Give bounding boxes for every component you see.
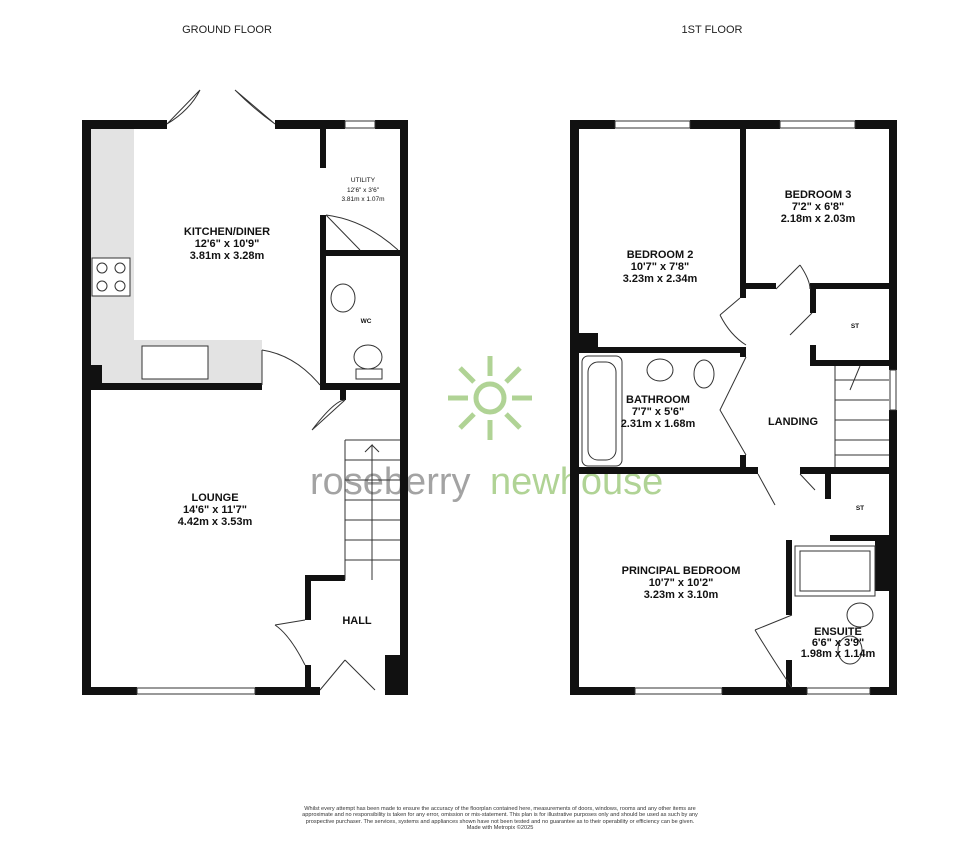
- svg-text:3.81m x 3.28m: 3.81m x 3.28m: [190, 250, 265, 262]
- svg-text:BEDROOM 2: BEDROOM 2: [627, 249, 694, 261]
- room-name: KITCHEN/DINER: [184, 226, 270, 238]
- svg-text:3.23m x 2.34m: 3.23m x 2.34m: [623, 273, 698, 285]
- svg-text:1.98m x 1.14m: 1.98m x 1.14m: [801, 648, 876, 660]
- ground-floor-plan: [82, 89, 408, 695]
- svg-text:12'6" x 3'6": 12'6" x 3'6": [347, 187, 380, 194]
- svg-text:PRINCIPAL BEDROOM: PRINCIPAL BEDROOM: [622, 565, 741, 577]
- svg-text:7'2" x 6'8": 7'2" x 6'8": [792, 201, 844, 213]
- svg-text:2.31m x 1.68m: 2.31m x 1.68m: [621, 418, 696, 430]
- first-floor-plan: [570, 120, 897, 695]
- bath-icon: [581, 355, 623, 467]
- svg-text:ST: ST: [851, 323, 859, 330]
- watermark-text-1: roseberry: [310, 461, 471, 503]
- first-floor-title: 1ST FLOOR: [682, 24, 743, 36]
- svg-text:2.18m x 2.03m: 2.18m x 2.03m: [781, 213, 856, 225]
- svg-text:10'7" x 10'2": 10'7" x 10'2": [649, 577, 714, 589]
- svg-text:6'6" x 3'9": 6'6" x 3'9": [812, 637, 864, 649]
- svg-text:12'6" x 10'9": 12'6" x 10'9": [195, 238, 260, 250]
- basin-icon: [330, 283, 356, 313]
- watermark-logo: roseberry newhouse: [310, 356, 663, 503]
- svg-text:ENSUITE: ENSUITE: [814, 626, 862, 638]
- svg-text:BATHROOM: BATHROOM: [626, 394, 690, 406]
- staircase: [344, 439, 400, 580]
- credit-text: Made with Metropix ©2025: [466, 825, 534, 832]
- hob-icon: [91, 257, 131, 297]
- svg-text:HALL: HALL: [342, 615, 372, 627]
- svg-text:4.42m x 3.53m: 4.42m x 3.53m: [178, 516, 253, 528]
- svg-text:UTILITY: UTILITY: [351, 177, 376, 184]
- staircase: [834, 365, 889, 467]
- svg-text:BEDROOM 3: BEDROOM 3: [785, 189, 852, 201]
- shower-icon: [794, 545, 876, 597]
- svg-text:3.81m x 1.07m: 3.81m x 1.07m: [342, 196, 385, 203]
- svg-text:3.23m x 3.10m: 3.23m x 3.10m: [644, 589, 719, 601]
- svg-text:LANDING: LANDING: [768, 416, 818, 428]
- svg-text:ST: ST: [856, 505, 864, 512]
- basin-icon: [646, 358, 674, 382]
- svg-text:10'7" x 7'8": 10'7" x 7'8": [631, 261, 689, 273]
- sink-icon: [141, 345, 209, 380]
- toilet-icon: [693, 359, 715, 389]
- svg-text:WC: WC: [361, 318, 372, 325]
- basin-icon: [846, 602, 874, 628]
- svg-text:LOUNGE: LOUNGE: [191, 492, 238, 504]
- disclaimer: Whilst every attempt has been made to en…: [300, 806, 700, 832]
- ground-floor-title: GROUND FLOOR: [182, 24, 272, 36]
- toilet-icon: [353, 344, 383, 370]
- disclaimer-text: Whilst every attempt has been made to en…: [302, 806, 698, 825]
- svg-text:7'7" x 5'6": 7'7" x 5'6": [632, 406, 684, 418]
- svg-text:14'6" x 11'7": 14'6" x 11'7": [183, 504, 247, 516]
- toilet-icon: [837, 635, 863, 665]
